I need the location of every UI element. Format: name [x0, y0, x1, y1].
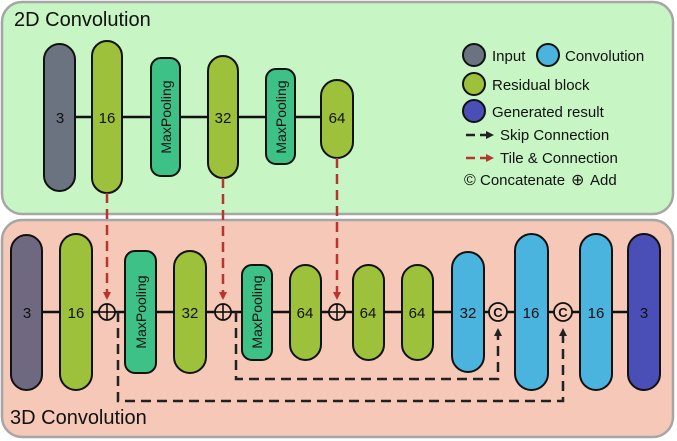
- svg-text:C: C: [493, 305, 503, 320]
- svg-text:MaxPooling: MaxPooling: [133, 275, 149, 348]
- bottom-block: 32: [173, 250, 207, 374]
- bottom-block: 64: [289, 264, 322, 361]
- svg-text:MaxPooling: MaxPooling: [158, 80, 174, 153]
- bottom-block: 32: [451, 251, 485, 373]
- skip-connection-inner: [234, 312, 502, 381]
- legend-label-input: Input: [492, 48, 526, 65]
- bottom-block: MaxPooling: [124, 250, 157, 374]
- top-block: 16: [91, 40, 123, 194]
- top-block: 64: [320, 79, 354, 159]
- legend-swatch-generated: [462, 99, 486, 123]
- svg-text:16: 16: [99, 110, 116, 127]
- svg-text:32: 32: [215, 110, 232, 127]
- add-symbol: [214, 303, 232, 321]
- legend-swatch-convolution: [536, 43, 560, 67]
- legend-swatch-input: [462, 43, 486, 67]
- legend-label-residual: Residual block: [492, 77, 590, 94]
- top-block: 32: [207, 55, 239, 179]
- top-block: MaxPooling: [150, 57, 181, 177]
- svg-text:32: 32: [460, 305, 477, 322]
- legend-add-symbol: ⊕: [571, 172, 584, 189]
- top-block: MaxPooling: [265, 68, 296, 165]
- concatenate-symbol: C: [488, 302, 508, 322]
- top-panel-title: 2D Convolution: [14, 9, 151, 31]
- legend: Input Convolution Residual block Generat…: [462, 43, 644, 189]
- legend-label-generated: Generated result: [492, 104, 605, 121]
- svg-text:3: 3: [640, 305, 648, 322]
- svg-text:16: 16: [523, 305, 540, 322]
- bottom-block: 64: [352, 264, 385, 361]
- bottom-panel-title: 3D Convolution: [10, 407, 147, 429]
- add-symbol: [98, 303, 116, 321]
- bottom-block: 16: [514, 233, 549, 391]
- add-symbol: [328, 303, 346, 321]
- legend-label-tile: Tile & Connection: [500, 150, 618, 167]
- bottom-block: 16: [579, 233, 613, 391]
- svg-text:3: 3: [56, 110, 64, 127]
- svg-text:64: 64: [409, 305, 426, 322]
- svg-text:3: 3: [23, 305, 31, 322]
- bottom-block: 3: [10, 234, 43, 391]
- svg-text:C: C: [558, 305, 568, 320]
- svg-text:32: 32: [182, 305, 199, 322]
- bottom-block: 16: [59, 233, 93, 391]
- legend-concat-symbol: ©: [464, 172, 476, 189]
- svg-text:16: 16: [588, 305, 605, 322]
- bottom-block: 3: [627, 233, 661, 391]
- svg-text:64: 64: [297, 305, 314, 322]
- top-block: 3: [43, 43, 76, 192]
- bottom-block: 64: [401, 264, 434, 361]
- svg-text:16: 16: [68, 305, 85, 322]
- concatenate-symbol: C: [553, 302, 573, 322]
- legend-label-convolution: Convolution: [565, 48, 644, 65]
- bottom-panel: [0, 218, 675, 439]
- skip-connection-outer: [116, 312, 567, 403]
- svg-text:64: 64: [329, 110, 346, 127]
- svg-text:MaxPooling: MaxPooling: [249, 275, 265, 348]
- svg-text:64: 64: [360, 305, 377, 322]
- legend-label-add: Add: [590, 172, 617, 189]
- legend-label-concat: Concatenate: [480, 172, 565, 189]
- bottom-block: MaxPooling: [241, 264, 273, 361]
- legend-swatch-residual: [462, 72, 486, 96]
- legend-label-skip: Skip Connection: [500, 127, 609, 144]
- svg-text:MaxPooling: MaxPooling: [273, 80, 289, 153]
